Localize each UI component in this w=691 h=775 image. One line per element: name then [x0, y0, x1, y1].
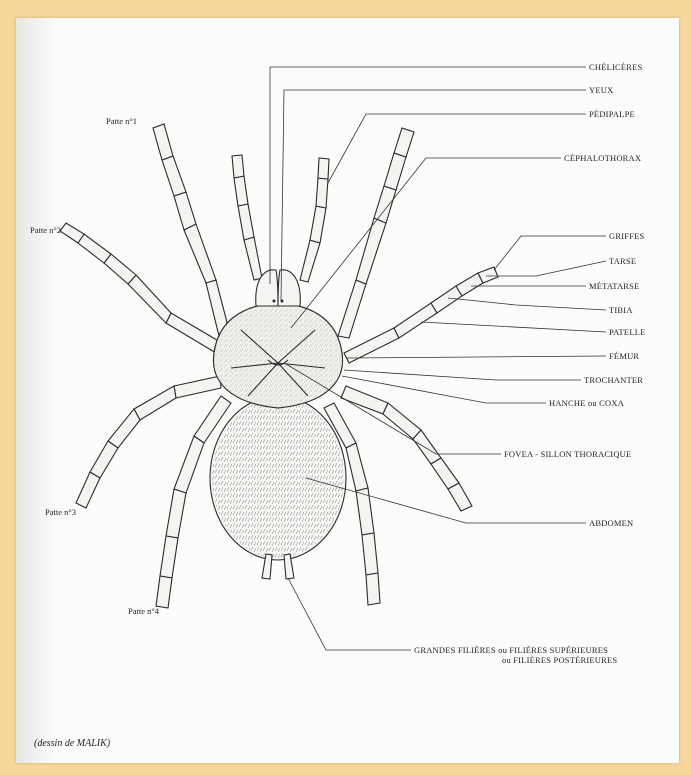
- label-pedipalpe: PÉDIPALPE: [589, 109, 635, 119]
- label-leg-1: Patte n°1: [106, 116, 137, 126]
- leg-right-1: [338, 128, 414, 338]
- label-filieres-line1: GRANDES FILIÈRES ou FILIÈRES SUPÉRIEURES: [414, 645, 608, 655]
- label-metatarse: MÉTATARSE: [589, 281, 640, 291]
- label-yeux: YEUX: [589, 85, 613, 95]
- chelicerae-shape: [256, 270, 301, 306]
- label-griffes: GRIFFES: [609, 231, 644, 241]
- label-trochanter: TROCHANTER: [584, 375, 643, 385]
- label-leg-4: Patte n°4: [128, 606, 160, 616]
- label-hanche: HANCHE ou COXA: [549, 398, 625, 408]
- pedipalp-left: [232, 155, 262, 280]
- label-cephalothorax: CÉPHALOTHORAX: [564, 153, 641, 163]
- label-tibia: TIBIA: [609, 305, 633, 315]
- drawing-credit: (dessin de MALIK): [34, 738, 111, 749]
- label-fovea: FOVEA - SILLON THORACIQUE: [504, 449, 631, 459]
- label-leg-3: Patte n°3: [45, 507, 76, 517]
- label-cheliceres: CHÉLICÈRES: [589, 62, 643, 72]
- label-femur: FÉMUR: [609, 351, 639, 361]
- label-tarse: TARSE: [609, 256, 636, 266]
- label-patelle: PATELLE: [609, 327, 646, 337]
- pedipalp-right: [300, 158, 329, 282]
- label-abdomen: ABDOMEN: [589, 518, 633, 528]
- tarantula-diagram: CHÉLICÈRES YEUX PÉDIPALPE CÉPHALOTHORAX …: [16, 18, 679, 763]
- scanned-page: CHÉLICÈRES YEUX PÉDIPALPE CÉPHALOTHORAX …: [16, 18, 679, 763]
- label-leg-2: Patte n°2: [30, 225, 61, 235]
- abdomen-shape: [210, 396, 346, 560]
- label-filieres-line2: ou FILIÈRES POSTÉRIEURES: [502, 655, 617, 665]
- leg-left-1: [153, 124, 230, 336]
- cephalothorax-shape: [213, 303, 342, 408]
